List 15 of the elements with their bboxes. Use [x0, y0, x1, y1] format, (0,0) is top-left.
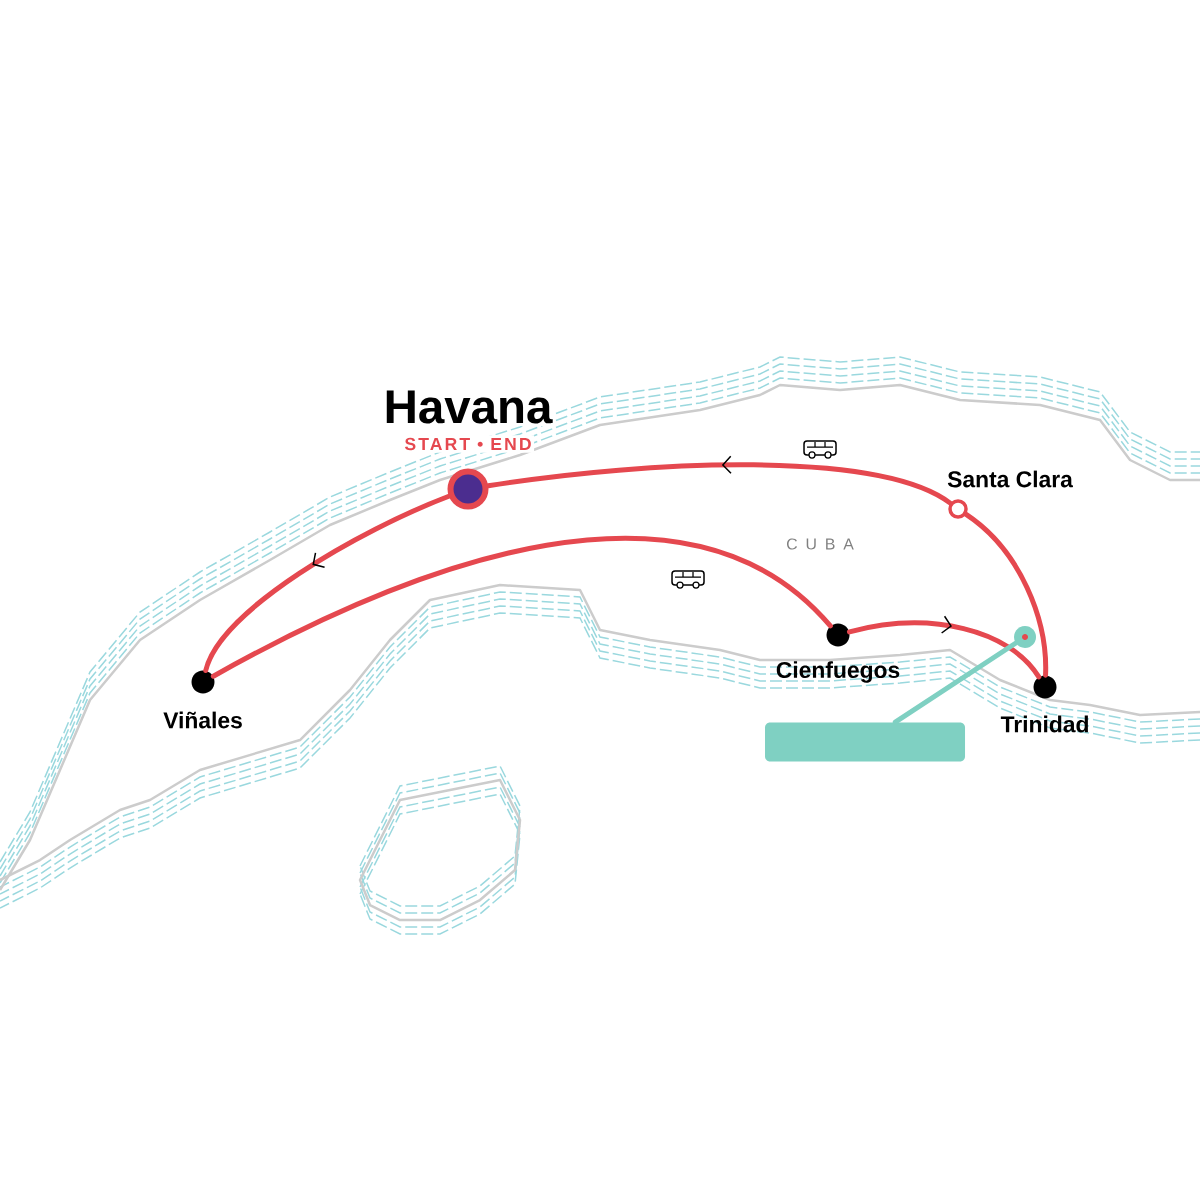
- city-label: Trinidad: [1000, 715, 1088, 733]
- city-label: Cienfuegos: [776, 661, 900, 683]
- leader-line: [892, 640, 1019, 725]
- country-label: C U B A: [787, 538, 854, 550]
- badge: [765, 722, 965, 762]
- city-label: Santa Clara: [947, 470, 1073, 488]
- route-line: [210, 536, 833, 679]
- route-line: [203, 493, 452, 673]
- city-title: Havana: [381, 387, 555, 427]
- route-line: [963, 511, 1049, 678]
- city-label: Viñales: [163, 711, 242, 729]
- start-end-label: START • END: [401, 435, 535, 453]
- route-line: [485, 455, 953, 506]
- route-line: [846, 615, 1042, 680]
- project-marker: [1014, 626, 1036, 648]
